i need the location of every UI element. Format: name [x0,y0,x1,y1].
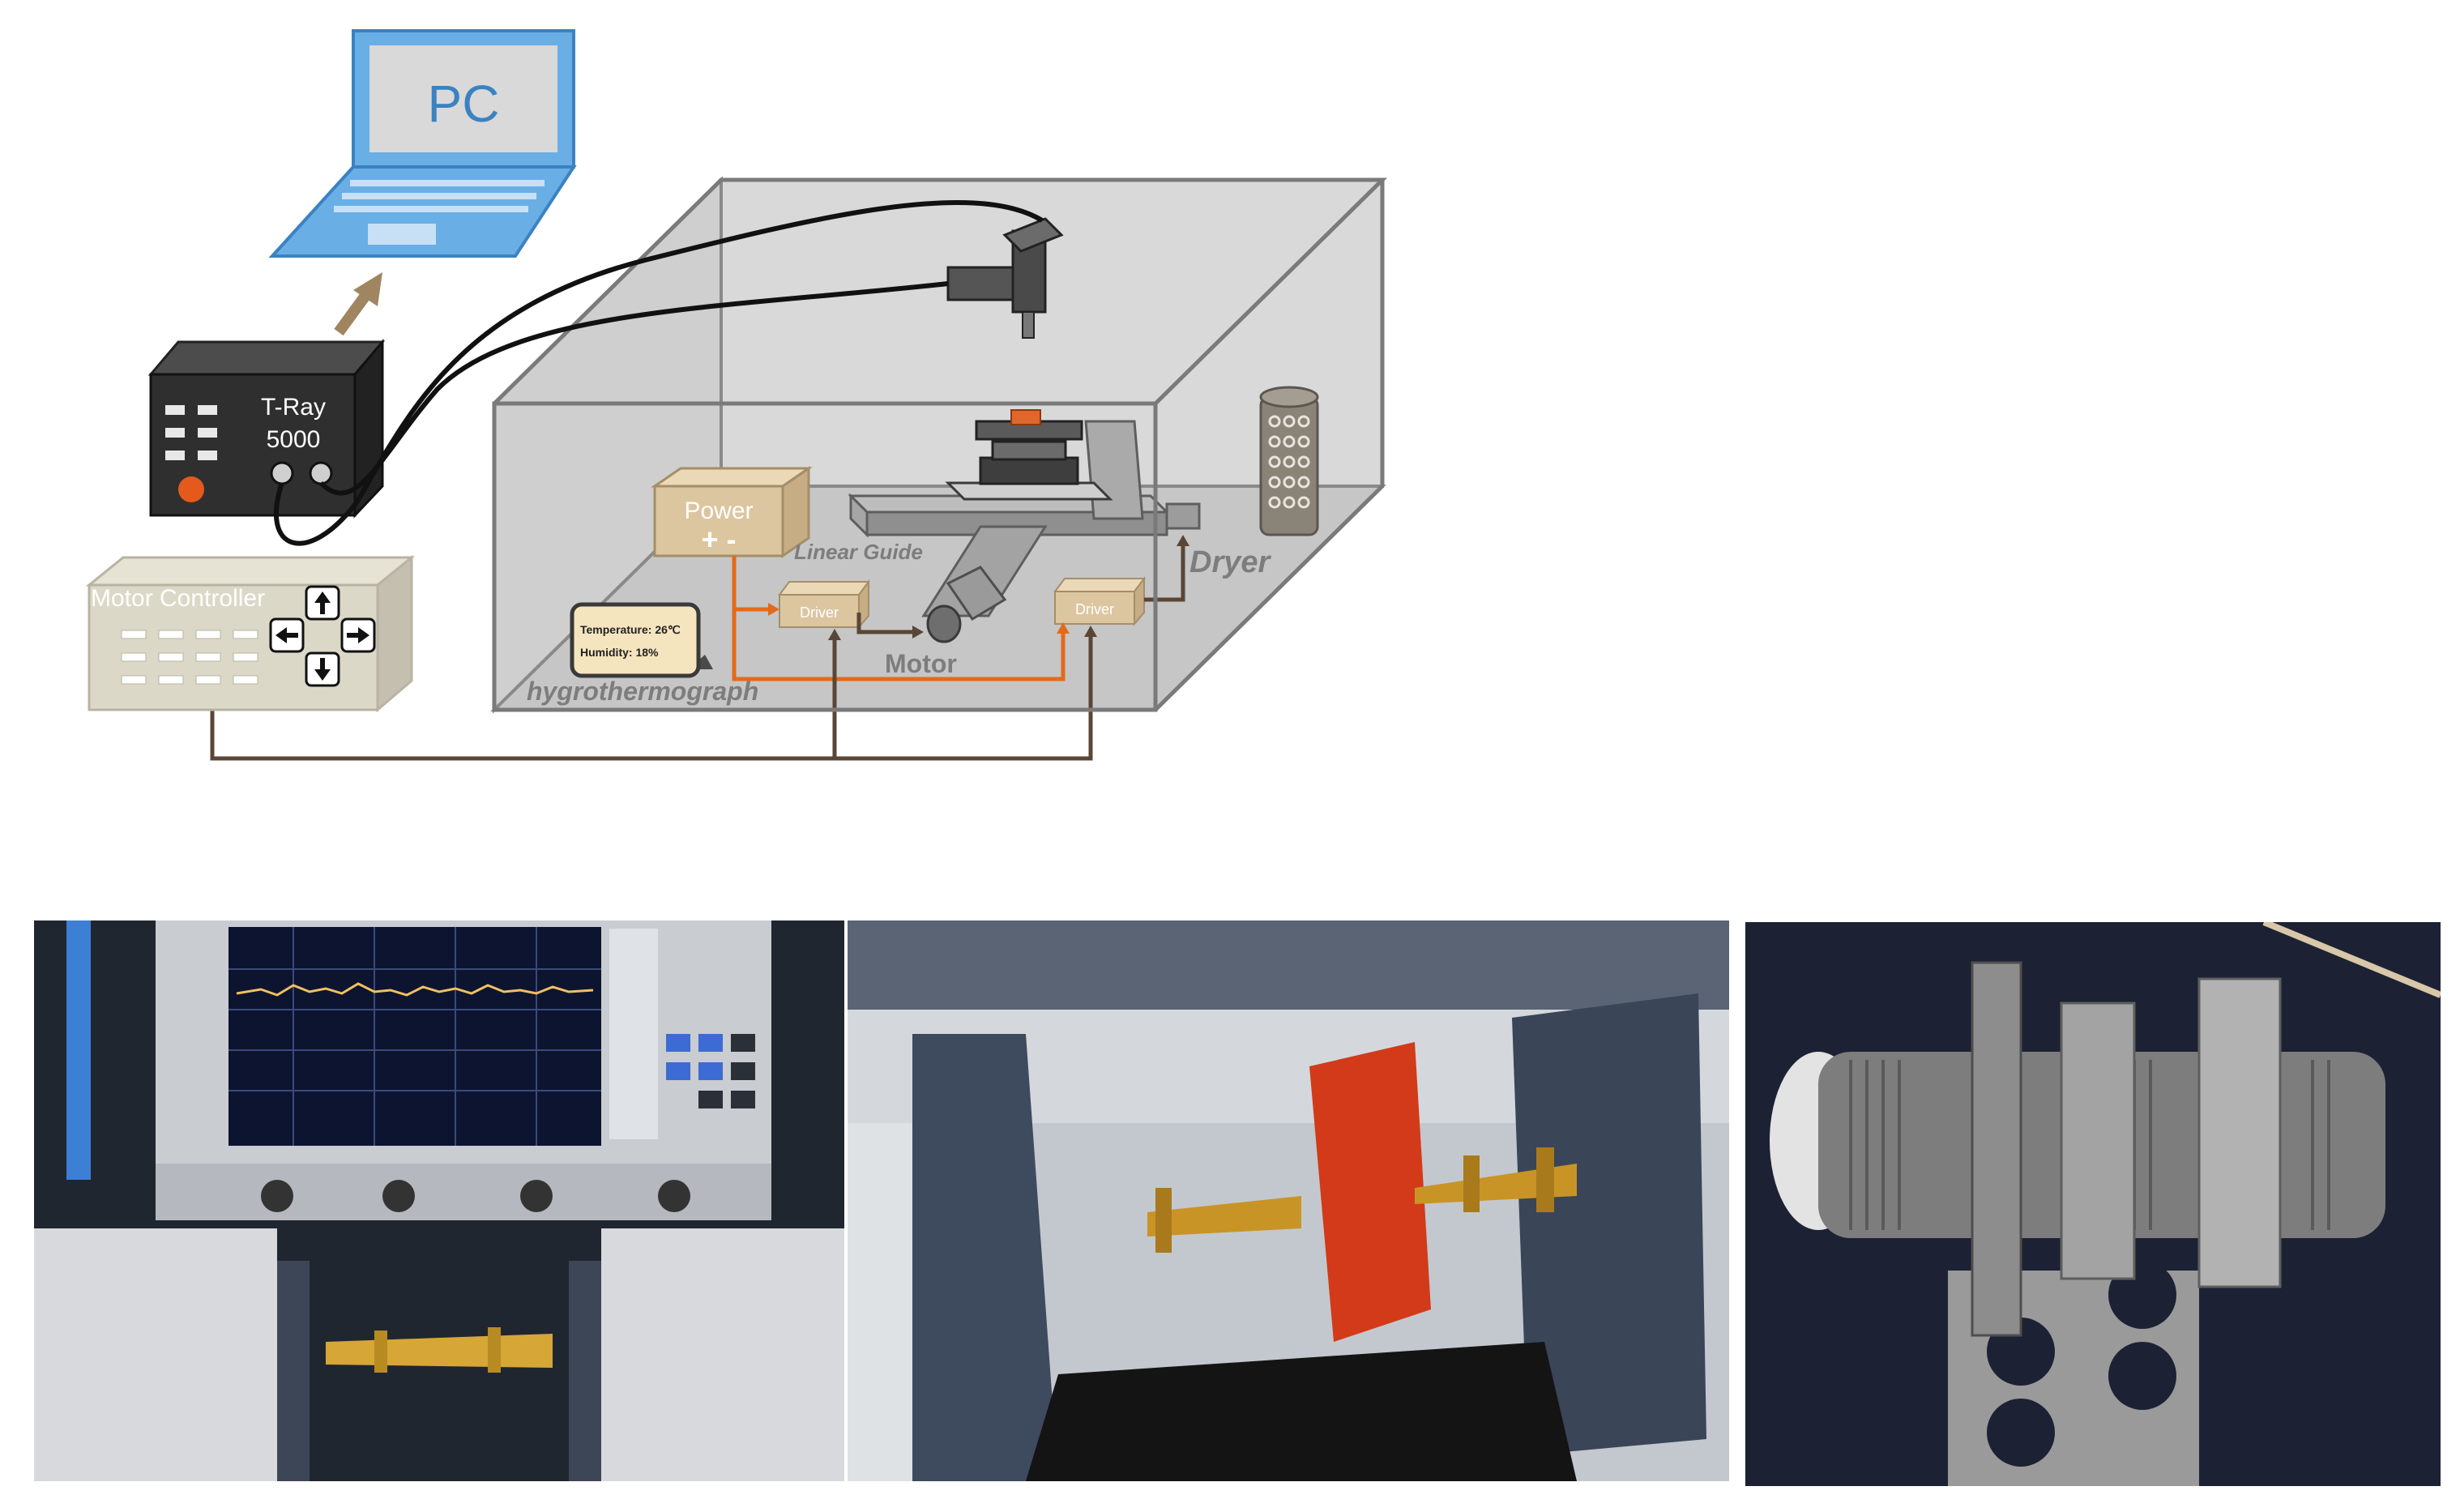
power-supply: Power + - [651,466,813,558]
t-ray-5000-device: T-Ray 5000 [147,338,386,519]
driver-right: Driver [1053,576,1146,626]
arrow-up-icon [305,585,340,621]
power-wires [732,556,1066,681]
lens-assembly-photo [1745,922,2441,1486]
t-ray-label-line1: T-Ray [261,394,326,421]
sample-stage [945,409,1113,501]
motor-controller: Motor Controller [85,554,416,713]
laptop-pc: PC [268,29,577,258]
power-button-icon [178,476,204,502]
terahertz-head [946,217,1064,339]
hygrothermograph-label: hygrothermograph [527,677,758,706]
sample-between-horns-photo [848,920,1729,1481]
arrow-right-icon [340,617,376,653]
motor [926,566,1007,643]
hygrothermograph: Temperature: 26℃ Humidity: 18% [570,602,713,678]
brown-arrowhead-4 [1177,535,1189,546]
temperature-readout: Temperature: 26℃ [580,623,681,636]
driver-right-label: Driver [1075,601,1114,617]
t-ray-label-line2: 5000 [267,426,321,453]
dryer-label: Dryer [1189,545,1271,579]
power-label: Power [684,498,753,524]
brown-arrowhead-1 [828,629,841,640]
brown-arrowhead-3 [912,626,924,639]
humidity-readout: Humidity: 18% [580,646,659,659]
data-link-arrow [334,272,382,336]
orange-arrowhead-right [1057,622,1070,634]
black-cables [273,199,1044,546]
vector-network-analyzer-photo [34,920,844,1481]
motor-controller-label: Motor Controller [91,585,265,612]
dryer [1259,386,1319,536]
pc-label: PC [428,75,500,133]
linear-guide-label: Linear Guide [794,540,923,564]
orange-arrowhead-left [768,603,779,616]
experimental-setup-diagram: Power + - Driver Driver Temperature: 26℃… [85,29,1388,761]
driver-left: Driver [778,579,870,630]
keyboard-keys-icon [334,180,545,245]
enclosure-front-edges [492,177,1388,712]
arrow-down-icon [305,651,340,687]
power-polarity-label: + - [701,523,736,556]
driver-left-label: Driver [800,604,839,621]
arrow-left-icon [269,617,305,653]
motor-label: Motor [885,649,957,678]
brown-arrowhead-2 [1084,626,1097,637]
